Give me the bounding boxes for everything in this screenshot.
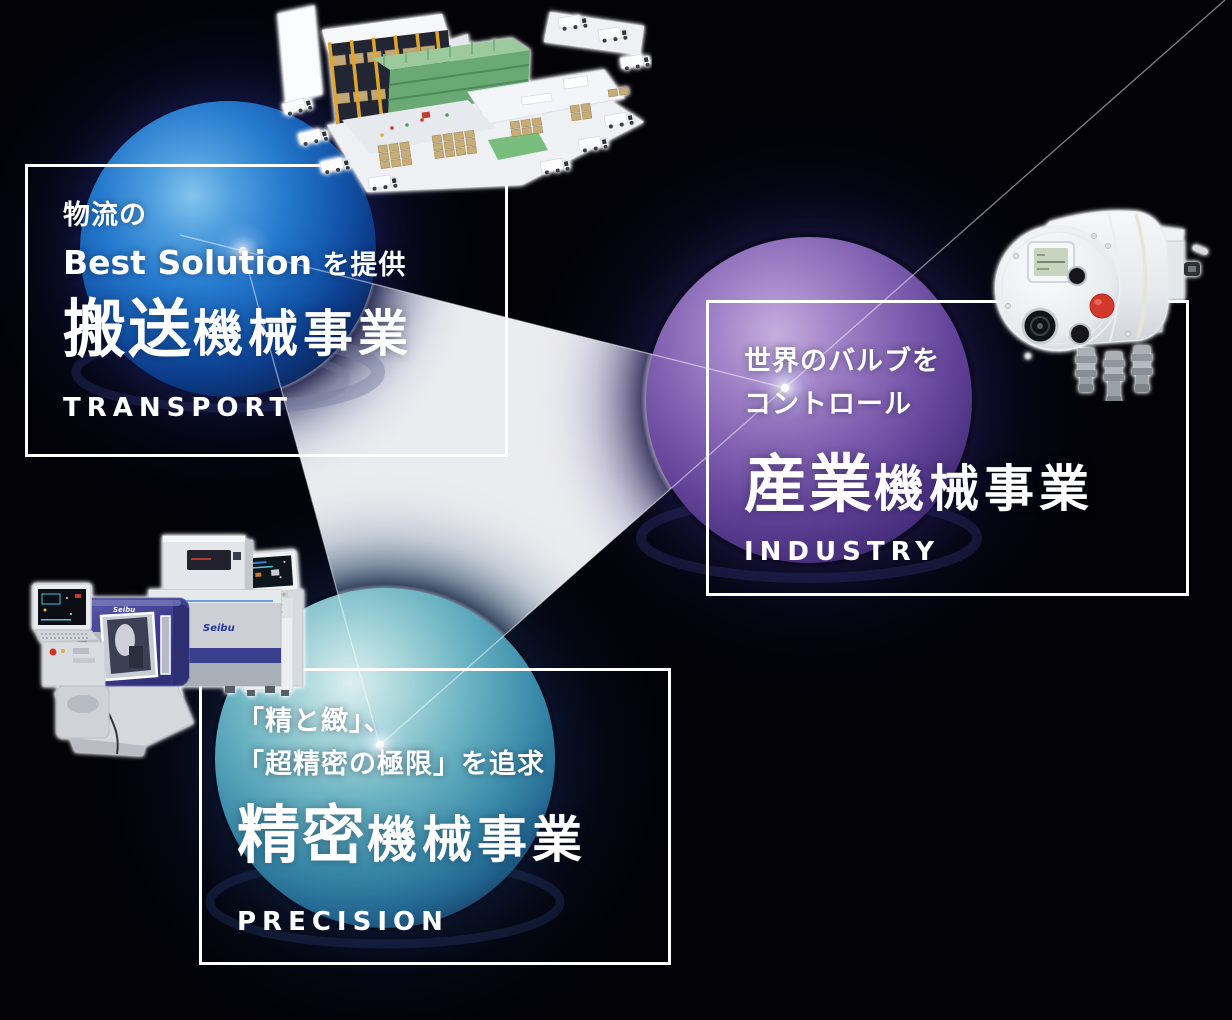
transport-tagline-line2-ja: を提供 [322,250,407,282]
transport-tagline-line2-en: Best Solution [63,243,312,283]
precision-title: 精密機械事業 [237,804,656,867]
transport-tagline: 物流の Best Solution を提供 [63,194,493,290]
transport-category-label: TRANSPORT [63,392,294,423]
node-glow-dots [213,221,819,779]
box-clusters [377,86,630,170]
industry-title-sub: 機械事業 [874,460,1094,519]
industry-tagline-line1: 世界のバルブを [744,346,940,377]
industry-title: 産業機械事業 [744,453,1174,516]
precision-title-sub: 機械事業 [367,811,587,870]
transport-title-sub: 機械事業 [193,304,413,363]
machine-left: Seibu [32,583,194,756]
industry-title-main: 産業 [744,448,874,522]
industry-tagline-line2: コントロール [744,389,912,421]
transport-panel-content: 物流の Best Solution を提供 搬送機械事業 TRANSPORT [63,194,493,423]
precision-title-main: 精密 [237,799,367,873]
warehouse-3d-image [277,5,652,192]
precision-tagline-line2: 「超精密の極限」を追求 [237,749,545,781]
industry-division-panel[interactable]: 世界のバルブを コントロール 産業機械事業 INDUSTRY [706,300,1189,596]
precision-panel-content: 「精と緻」、 「超精密の極限」を追求 精密機械事業 PRECISION [237,700,656,937]
transport-tagline-line1: 物流の [63,200,147,231]
precision-category-label: PRECISION [237,907,449,938]
cable-glands [1076,346,1152,401]
transport-division-panel[interactable]: 物流の Best Solution を提供 搬送機械事業 TRANSPORT [25,164,508,457]
precision-machines-image: Seibu Seibu [32,535,304,756]
industry-category-label: INDUSTRY [744,537,941,568]
transport-title: 搬送機械事業 [63,298,493,361]
precision-tagline: 「精と緻」、 「超精密の極限」を追求 [237,700,656,786]
valve-actuator-image [995,210,1208,401]
transport-title-main: 搬送 [63,292,193,366]
machine-brand-logo: Seibu [203,623,235,634]
green-mezzanine [372,38,530,116]
machine-brand-logo-2: Seibu [113,606,135,614]
precision-division-panel[interactable]: 「精と緻」、 「超精密の極限」を追求 精密機械事業 PRECISION [199,668,671,965]
industry-tagline: 世界のバルブを コントロール [744,340,1174,426]
precision-tagline-line1: 「精と緻」、 [237,706,392,737]
industry-panel-content: 世界のバルブを コントロール 産業機械事業 INDUSTRY [744,340,1174,567]
